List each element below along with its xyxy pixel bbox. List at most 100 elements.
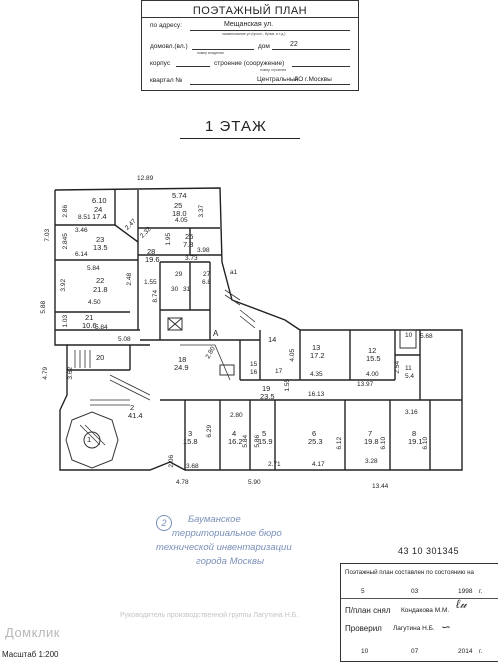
room-area: 41.4 [128, 411, 143, 420]
plan-title: ПОЭТАЖНЫЙ ПЛАН [192, 5, 308, 17]
dim-label: 8.51 [78, 214, 91, 221]
room-number: 24 [94, 205, 103, 214]
room-number: 5 [262, 429, 267, 438]
inventory-number: 43 10 301345 [398, 546, 460, 556]
stair-octagon [65, 411, 119, 469]
section-letter: а1 [230, 269, 238, 276]
room-area: 19.8 [364, 437, 379, 446]
stamp-line: территориальное бюро [172, 528, 282, 539]
room-number: 26 [185, 232, 194, 241]
dim-label: 5.86 [254, 434, 262, 448]
dim-label: 3.68 [186, 463, 199, 470]
room-area: 19.1 [408, 437, 423, 446]
dim-label: 12.89 [137, 175, 154, 182]
date1-month: 03 [411, 588, 419, 595]
dim-label: 3.73 [185, 255, 198, 262]
room-area: 17.4 [92, 212, 107, 221]
room-number: 8 [412, 429, 417, 438]
room-number: 7 [368, 429, 373, 438]
street-value: Мещанская ул. [224, 21, 274, 28]
room-number: 6 [312, 429, 317, 438]
dim-label: 5.88 [40, 300, 48, 314]
room-area: 10.6 [82, 321, 97, 330]
dom-value: 22 [290, 41, 298, 48]
dim-label: 6.29 [206, 424, 214, 438]
bureau-stamp: 2 Бауманское территориальное бюро технич… [148, 512, 338, 572]
dim-label: 5.84 [242, 434, 250, 448]
date2-month: 07 [411, 648, 419, 655]
dim-label: 3.98 [197, 247, 210, 254]
room-number: 16 [250, 369, 258, 376]
building-hint: номер строения [260, 68, 287, 72]
date1-suffix: г. [479, 588, 483, 595]
removed-name: Кондакова М.М. [401, 607, 450, 614]
certification-block: Поэтажный план составлен по состоянию на… [340, 563, 498, 662]
room-area: 25.3 [308, 437, 323, 446]
dim-label: 4.35 [310, 371, 323, 378]
dim-label: 2.48 [126, 272, 134, 286]
room-number: 14 [268, 335, 277, 344]
dim-label: 4.05 [289, 348, 297, 362]
korpus-label: корпус [150, 60, 171, 67]
faded-line: Руководитель производственной группы Лаг… [120, 612, 299, 619]
room-number: 12 [368, 346, 377, 355]
room-number: 21 [85, 313, 94, 322]
dim-label: 2.71 [268, 461, 281, 468]
dim-label: 5.68 [420, 333, 433, 340]
state-label: Поэтажный план составлен по состоянию на [345, 569, 474, 576]
dim-label: 16.13 [308, 391, 325, 398]
dim-label: 4.78 [176, 479, 189, 486]
room-number: 11 [405, 365, 412, 372]
checked-label: Проверил [345, 624, 382, 633]
room-area: 21.8 [93, 285, 108, 294]
stamp-line: города Москвы [196, 556, 264, 567]
room-area: 17.2 [310, 351, 325, 360]
date1-day: 5 [361, 588, 365, 595]
room-number: 4 [232, 429, 237, 438]
room-area: 23.5 [260, 392, 275, 401]
dim-label: 5.90 [248, 479, 261, 486]
section-letter: А [213, 329, 219, 338]
date1-year: 1998 [458, 588, 473, 595]
removed-label: П/план снял [345, 606, 391, 615]
dim-label: 5.84 [87, 265, 100, 272]
room-number: 19 [262, 384, 271, 393]
room-number: 17 [275, 368, 283, 375]
dim-label: 1.03 [62, 314, 70, 328]
room-number: 29 [175, 271, 183, 278]
room-number: 28 [147, 247, 156, 256]
room-number: 13 [312, 343, 321, 352]
signature-mark: ∽ [440, 620, 451, 634]
house-hint: номер владения [197, 51, 224, 55]
district-value: Центральный [257, 76, 299, 83]
dim-label: 6.14 [75, 251, 88, 258]
dim-label: 3.62 [67, 366, 75, 380]
dim-label: 6.10 [422, 436, 430, 450]
room-area: 18.0 [172, 209, 187, 218]
dim-label: 3.92 [60, 278, 68, 292]
room-area: 5.4 [405, 373, 415, 380]
room-number: 15 [250, 361, 258, 368]
date2-year: 2014 [458, 648, 473, 655]
room-number: 27 [203, 271, 211, 278]
dim-label: 2.54 [394, 360, 402, 374]
room-number: 30 [171, 286, 179, 293]
dim-label: 3.16 [405, 409, 418, 416]
city-value: АО г.Москвы [294, 76, 332, 83]
room-area: 15.9 [258, 437, 273, 446]
room-area: 7.8 [183, 240, 194, 249]
date2-suffix: г. [479, 648, 483, 655]
dim-label: 4.00 [366, 371, 379, 378]
room-number: 10 [405, 332, 413, 339]
room-number: 2 [130, 403, 135, 412]
dim-label: 5.84 [95, 324, 108, 331]
dim-label: 2.06 [168, 454, 176, 468]
room-area: 15.8 [183, 437, 198, 446]
floor-title: 1 ЭТАЖ [205, 118, 267, 135]
dim-label: 5.74 [172, 191, 187, 200]
dim-label: 1.95 [165, 232, 173, 246]
stamp-line: Бауманское [188, 514, 241, 525]
house-label: домовл.(вл.) [150, 43, 188, 50]
room-number: 31 [183, 286, 191, 293]
